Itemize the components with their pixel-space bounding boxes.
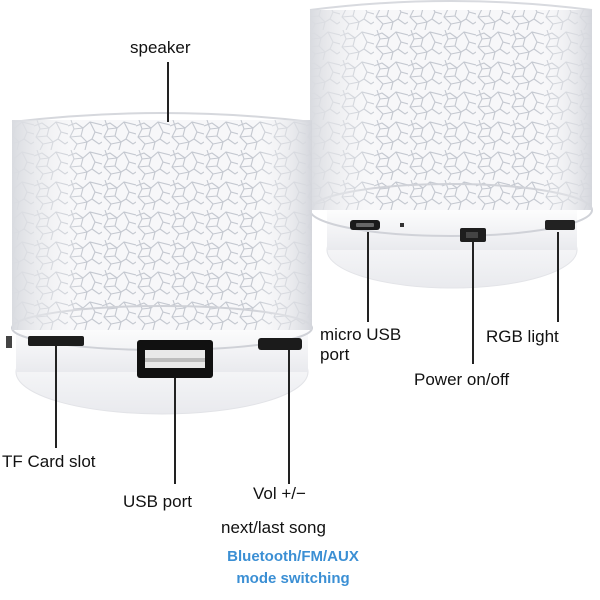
tf-card-slot-opening bbox=[28, 336, 84, 346]
mode-switching-line2: mode switching bbox=[236, 570, 350, 587]
micro-usb-label-line2: port bbox=[320, 345, 350, 364]
usb-port-label: USB port bbox=[123, 492, 192, 511]
micro-usb-label: micro USB port bbox=[320, 325, 401, 365]
volume-buttons bbox=[258, 338, 302, 350]
indicator-hole bbox=[400, 223, 404, 227]
speaker-label: speaker bbox=[130, 38, 191, 57]
rear-speaker bbox=[309, 0, 593, 289]
power-label: Power on/off bbox=[414, 370, 510, 389]
rgb-light-label: RGB light bbox=[486, 327, 559, 346]
tf-card-label: TF Card slot bbox=[2, 452, 96, 471]
rgb-light-window bbox=[545, 220, 575, 230]
front-speaker bbox=[6, 112, 313, 415]
side-edge-notch bbox=[6, 336, 12, 348]
next-last-song-label: next/last song bbox=[221, 518, 326, 537]
micro-usb-label-line1: micro USB bbox=[320, 325, 402, 344]
vol-label: Vol +/− bbox=[253, 484, 306, 503]
leader-lines bbox=[55, 62, 559, 484]
mode-switching-line1: Bluetooth/FM/AUX bbox=[227, 548, 359, 565]
mode-switching-label: Bluetooth/FM/AUX mode switching bbox=[190, 546, 396, 590]
